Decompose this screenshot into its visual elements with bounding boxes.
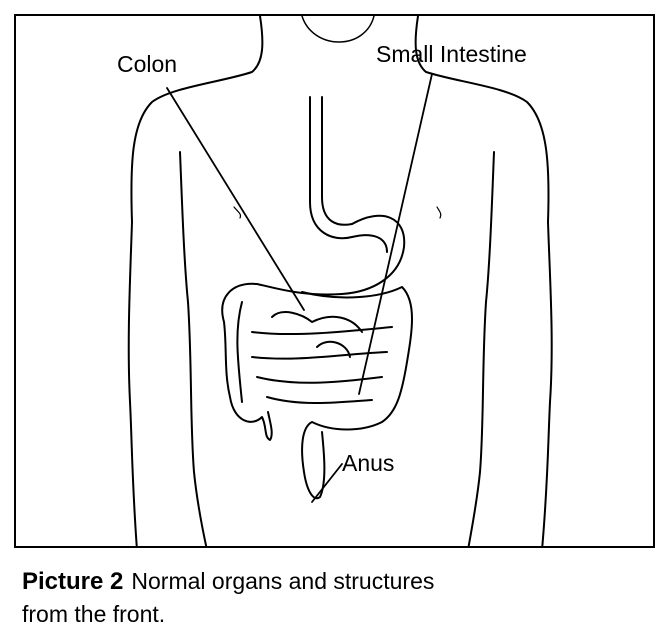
caption-text-line1: Normal organs and structures — [131, 568, 435, 594]
colon-leader-line — [166, 87, 305, 311]
esophagus-stomach — [256, 96, 406, 296]
colon-illustration — [221, 282, 413, 500]
figure-caption: Picture 2 Normal organs and structures fr… — [22, 565, 434, 630]
leader-lines — [166, 73, 433, 503]
caption-text-line2: from the front. — [22, 601, 166, 627]
colon-label: Colon — [117, 51, 178, 77]
small-intestine-label: Small Intestine — [376, 41, 527, 67]
anus-leader-line — [311, 463, 343, 503]
anus-label: Anus — [342, 450, 395, 476]
body-outline — [127, 16, 553, 546]
caption-title: Picture 2 — [22, 568, 124, 595]
small-intestine-leader-line — [358, 73, 433, 395]
diagram-frame: Colon Small Intestine Anus — [14, 14, 655, 548]
body-illustration — [127, 16, 553, 546]
